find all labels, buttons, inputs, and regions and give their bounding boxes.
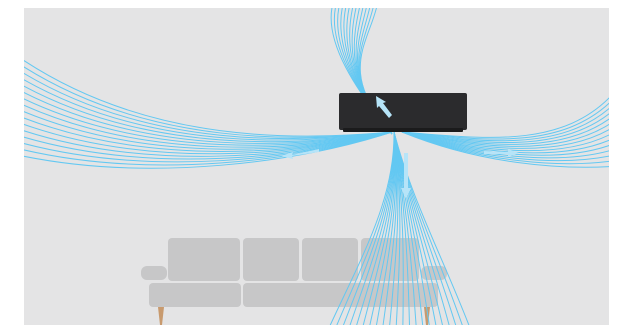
sofa-backrest-cushion bbox=[302, 238, 358, 281]
ac-unit-vent bbox=[343, 128, 463, 132]
sofa-armrest-left bbox=[141, 266, 167, 280]
sofa-backrest-cushion bbox=[168, 238, 240, 281]
ac-unit-body bbox=[339, 93, 467, 130]
sofa-backrest-cushion bbox=[243, 238, 299, 281]
sofa-seat-cushion bbox=[149, 283, 241, 307]
air-conditioner-icon bbox=[339, 93, 467, 132]
